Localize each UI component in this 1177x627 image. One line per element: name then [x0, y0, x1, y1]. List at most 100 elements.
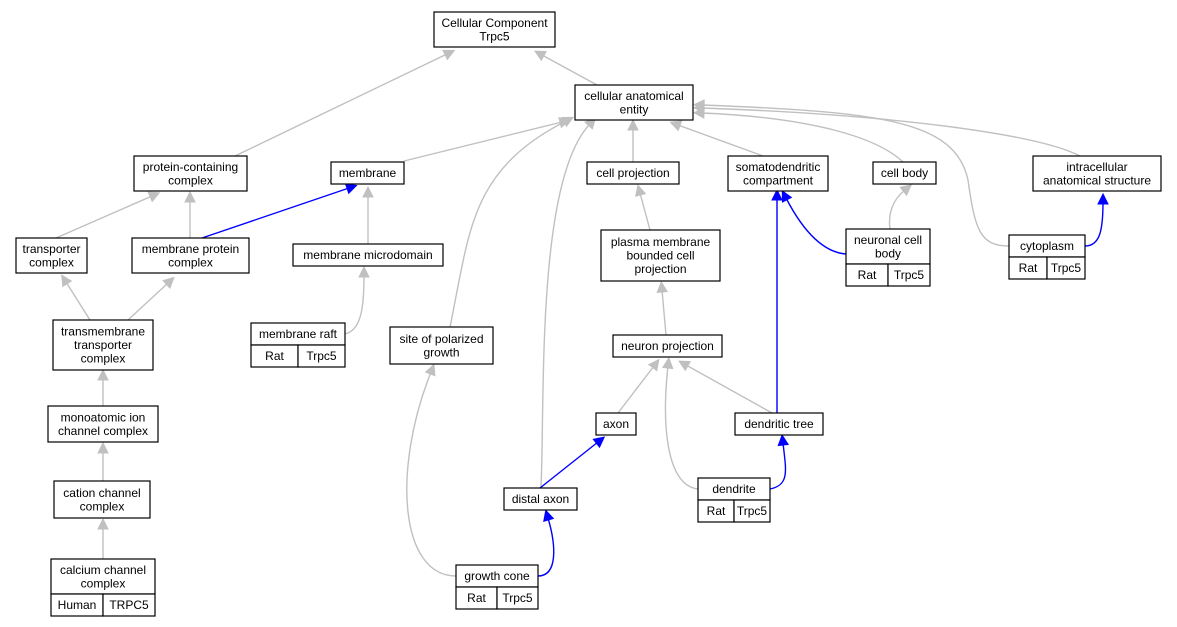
edge-cytoplasm-to-cae	[692, 99, 1010, 247]
arrowhead-monoatomic-tmtc	[97, 368, 109, 381]
annotation-cell-bg	[733, 499, 771, 523]
edge-distalaxon-to-axon	[539, 436, 606, 489]
node-label-line: membrane	[339, 166, 397, 180]
node-label-line: cation channel	[63, 486, 140, 500]
edge-line	[537, 517, 555, 577]
edge-line	[685, 364, 773, 414]
node-box	[131, 237, 250, 274]
arrowhead-cytoplasm-ias	[1097, 192, 1109, 205]
annotation-label: Human	[58, 598, 97, 612]
annotation-cell-bg	[887, 263, 931, 287]
edge-line	[541, 54, 598, 86]
node-label-line: anatomical structure	[1043, 173, 1151, 187]
annotation-cell: Human	[50, 593, 104, 617]
node-membrane[interactable]: membrane	[330, 161, 405, 185]
annotation-cell: TRPC5	[102, 593, 156, 617]
arrowhead-transporter-pcc	[147, 191, 161, 203]
node-box	[389, 326, 494, 365]
edge-line	[701, 112, 904, 163]
node-label-line: channel complex	[58, 424, 148, 438]
edge-cellbody-to-cae	[692, 107, 904, 163]
annotation-label: Rat	[858, 268, 877, 282]
annotation-cell: Trpc5	[297, 344, 346, 368]
edge-microdomain-to-membrane	[362, 185, 374, 244]
edge-line	[701, 104, 1010, 247]
edge-cytoplasm-to-ias	[1084, 192, 1109, 247]
node-axon[interactable]: axon	[595, 412, 637, 436]
annotation-cell: Rat	[455, 586, 498, 610]
edge-line	[55, 195, 153, 239]
edge-calcium-to-cation	[97, 517, 109, 559]
edge-line	[234, 53, 448, 157]
annotation-cell-bg	[1046, 256, 1086, 280]
node-label-line: neuron projection	[621, 339, 714, 353]
node-dendtree[interactable]: dendritic tree	[734, 412, 824, 436]
annotation-cell: Rat	[1008, 256, 1048, 280]
arrowhead-dendtree-neuronproj	[678, 360, 692, 372]
edge-cae-to-root	[533, 50, 598, 86]
node-label-line: site of polarized	[399, 332, 483, 346]
edge-line	[677, 124, 764, 157]
edge-ncb-to-cellbody	[888, 184, 913, 230]
arrowhead-cation-monoatomic	[97, 441, 109, 454]
edge-line	[406, 371, 457, 577]
node-distalaxon[interactable]: distal axon	[503, 487, 578, 511]
edge-line	[127, 282, 169, 321]
edge-dendtree-to-neuronproj	[678, 360, 773, 414]
node-neuronproj[interactable]: neuron projection	[612, 334, 723, 358]
node-label-line: monoatomic ion	[61, 410, 146, 424]
node-box	[15, 237, 88, 274]
arrowhead-cellproj-cae	[627, 118, 639, 131]
node-box	[872, 161, 937, 185]
node-box	[433, 11, 556, 48]
node-label-line: transporter	[22, 242, 80, 256]
annotation-label: TRPC5	[109, 598, 149, 612]
annotation-cell: Rat	[697, 499, 735, 523]
node-label-line: cell projection	[596, 166, 669, 180]
edge-line	[65, 281, 91, 321]
node-label-line: protein-containing	[143, 160, 238, 174]
node-box	[50, 558, 156, 595]
node-cellproj[interactable]: cell projection	[586, 161, 680, 185]
node-label-line: transporter	[74, 338, 132, 352]
annotation-cell-bg	[496, 586, 539, 610]
node-cellbody[interactable]: cell body	[872, 161, 937, 185]
annotation-cell: Trpc5	[733, 499, 771, 523]
node-box	[595, 412, 637, 436]
annotation-cell-bg	[102, 593, 156, 617]
edge-dendrite-to-neuronproj	[661, 356, 699, 490]
node-box	[586, 161, 680, 185]
edge-cellproj-to-cae	[627, 118, 639, 162]
edge-neuronproj-to-pmbcp	[656, 280, 669, 336]
node-microdomain[interactable]: membrane microdomain	[292, 243, 444, 267]
node-box	[292, 243, 444, 267]
node-label-line: cell body	[881, 166, 928, 180]
arrowhead-distalaxon-axon	[592, 436, 606, 449]
node-label-line: membrane raft	[259, 327, 338, 341]
annotation-cell: Trpc5	[1046, 256, 1086, 280]
annotation-label: Rat	[467, 591, 486, 605]
node-box	[47, 405, 159, 443]
edge-line	[201, 187, 350, 239]
node-box	[845, 228, 931, 265]
arrowhead-microdomain-membrane	[362, 185, 374, 198]
